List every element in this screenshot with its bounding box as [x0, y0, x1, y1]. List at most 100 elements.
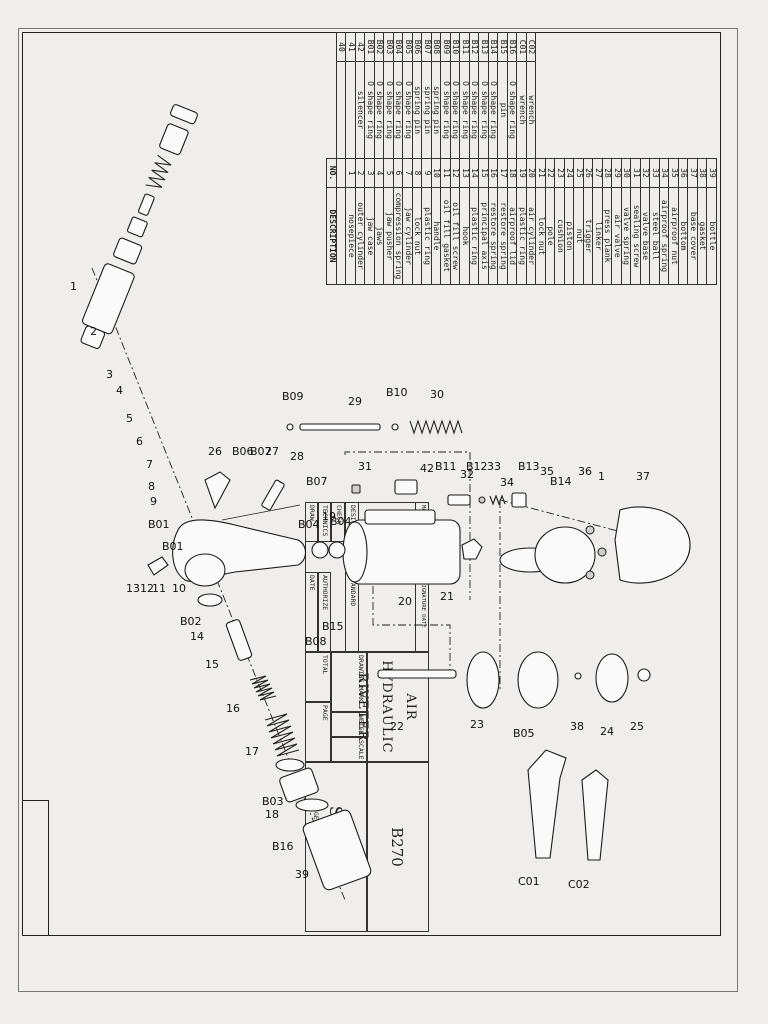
- callout-6: 6: [136, 435, 143, 448]
- callout-21: 21: [440, 590, 454, 603]
- callout-2: 2: [90, 325, 97, 338]
- callout-17: 17: [245, 745, 259, 758]
- callout-c01: C01: [518, 875, 540, 888]
- callout-36: 36: [578, 465, 592, 478]
- cylinder-end-part: [342, 521, 368, 583]
- margin-box: [22, 800, 49, 935]
- callout-b02: B02: [180, 615, 202, 628]
- callout-15: 15: [205, 658, 219, 671]
- callout-b15: B15: [322, 620, 344, 633]
- oring-b03-part: [275, 758, 305, 772]
- callout-1-base: 1: [598, 470, 605, 483]
- callout-37: 37: [636, 470, 650, 483]
- drawing-frame: [22, 32, 721, 936]
- callout-38: 38: [570, 720, 584, 733]
- plastic-ring-14-part: [197, 593, 223, 607]
- callout-b12: B12: [466, 460, 488, 473]
- callouts: 1 2 3 4 5 6 7 8 9 10 11 12 13 14 15 16 1…: [70, 280, 650, 891]
- callout-20: 20: [398, 595, 412, 608]
- callout-29: 29: [348, 395, 362, 408]
- drawing-sheet: [18, 28, 738, 992]
- oring-b09-part: [286, 423, 294, 431]
- callout-b08: B08: [305, 635, 327, 648]
- wrench-c01-part: [527, 749, 567, 859]
- callout-9: 9: [150, 495, 157, 508]
- callout-b07-second: B07: [306, 475, 328, 488]
- linker-part: [221, 504, 301, 521]
- callout-b10: B10: [386, 386, 408, 399]
- screw-1-part: [585, 525, 595, 535]
- callout-28: 28: [290, 450, 304, 463]
- callout-24: 24: [600, 725, 614, 738]
- jaw-cylinder-part: [159, 123, 189, 156]
- lock-nut-21-part: [461, 538, 483, 560]
- oring-b04-part: [328, 541, 346, 559]
- screw-3-part: [585, 570, 595, 580]
- screw-2-part: [597, 547, 607, 557]
- callout-1: 1: [70, 280, 77, 293]
- principal-axis-part: [225, 619, 253, 661]
- callout-32: 32: [460, 468, 474, 481]
- callout-c02: C02: [568, 878, 590, 891]
- nut-part: [637, 668, 651, 682]
- callout-16: 16: [226, 702, 240, 715]
- callout-39: 39: [295, 868, 309, 881]
- callout-b07: B07: [250, 445, 272, 458]
- callout-b16: B16: [272, 840, 294, 853]
- callout-30: 30: [430, 388, 444, 401]
- valve-spring-part: [409, 419, 463, 435]
- callout-42: 42: [420, 462, 434, 475]
- outer-cylinder-part: [81, 263, 135, 335]
- callout-b01: B01: [148, 518, 170, 531]
- callout-10: 10: [172, 582, 186, 595]
- callout-3: 3: [106, 368, 113, 381]
- callout-19: 19: [322, 510, 336, 523]
- hook-part: [147, 556, 169, 576]
- press-plank-part: [261, 479, 285, 511]
- oring-b10-part: [391, 423, 399, 431]
- lower-axis-line: [372, 570, 451, 680]
- callout-b01-second: B01: [162, 540, 184, 553]
- oring-b16-part: [295, 798, 329, 812]
- callout-4: 4: [116, 384, 123, 397]
- callout-33: 33: [487, 460, 501, 473]
- callout-26: 26: [208, 445, 222, 458]
- callout-18: 18: [265, 808, 279, 821]
- callout-b13: B13: [518, 460, 540, 473]
- callout-b14: B14: [550, 475, 572, 488]
- callout-b04-second: B04: [330, 515, 352, 528]
- compression-spring-part: [145, 154, 172, 188]
- callout-31: 31: [358, 460, 372, 473]
- jaws-part: [127, 216, 148, 238]
- airproof-lid-part: [279, 767, 319, 803]
- jaw-pusher-part: [138, 193, 155, 216]
- gasket-part: [574, 672, 582, 680]
- airproof-spring-part: [489, 494, 506, 506]
- pole-part: [377, 669, 457, 679]
- bottle-part: [302, 809, 372, 891]
- bottom-part: [534, 526, 596, 584]
- nose-assembly: [80, 104, 198, 350]
- cylinder-axis-line: [344, 451, 471, 600]
- piston-part: [595, 653, 629, 703]
- callout-b05: B05: [513, 727, 535, 740]
- cushion-part: [466, 651, 500, 709]
- lock-nut-part: [170, 104, 198, 125]
- plastic-ring-19-part: [311, 541, 329, 559]
- callout-b11: B11: [435, 460, 457, 473]
- callout-11: 11: [152, 582, 166, 595]
- handle-head-part: [184, 553, 226, 587]
- callout-12: 12: [140, 582, 154, 595]
- callout-b03: B03: [262, 795, 284, 808]
- callout-27: 27: [265, 445, 279, 458]
- airproof-nut-part: [511, 492, 527, 508]
- restore-spring-17-part: [264, 713, 300, 757]
- callout-5: 5: [126, 412, 133, 425]
- callout-35: 35: [540, 465, 554, 478]
- callout-25: 25: [630, 720, 644, 733]
- callout-b04: B04: [298, 518, 320, 531]
- callout-7: 7: [146, 458, 153, 471]
- callout-8: 8: [148, 480, 155, 493]
- silencer-part: [394, 479, 418, 495]
